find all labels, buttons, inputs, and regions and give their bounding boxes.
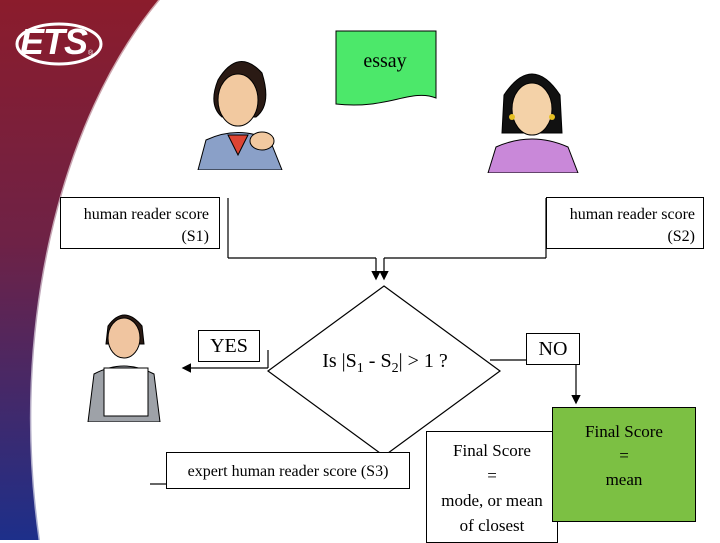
final-score-mode-box: Final Score = mode, or mean of closest <box>426 431 558 543</box>
expert-figure <box>87 314 161 422</box>
decision-middle: - S <box>363 350 392 372</box>
reader-one-score-label: human reader score <box>83 206 209 223</box>
decision-s1-subscript: 1 <box>356 361 364 376</box>
decision-suffix: | > 1 ? <box>398 350 448 372</box>
final-mode-line4: of closest <box>459 516 525 535</box>
reader-one-score-box: human reader score (S1) <box>60 197 220 249</box>
essay-label: essay <box>363 50 407 72</box>
reader-two-score-var: (S2) <box>667 228 695 245</box>
final-mean-line3: mean <box>605 470 643 489</box>
no-label: NO <box>526 333 580 365</box>
ets-logo-swoosh <box>15 22 103 66</box>
reader-two-figure <box>487 73 579 173</box>
final-score-mean-box: Final Score = mean <box>552 407 696 522</box>
essay-document-shape <box>335 30 437 106</box>
yes-label: YES <box>198 330 260 362</box>
ets-logo-reg-mark: ® <box>88 50 94 57</box>
decision-prefix: Is |S <box>322 350 357 372</box>
reader-one-figure <box>197 61 283 170</box>
decision-question: Is |S1 - S2| > 1 ? <box>300 350 470 377</box>
final-mode-line3: mode, or mean <box>441 491 543 510</box>
final-mean-line2: = <box>619 446 629 465</box>
reader-one-score-var: (S1) <box>181 228 209 245</box>
reader-two-score-label: human reader score <box>569 206 695 223</box>
reader-two-score-box: human reader score (S2) <box>546 197 704 249</box>
final-mode-line2: = <box>487 466 497 485</box>
final-mean-line1: Final Score <box>585 422 663 441</box>
decision-s2-subscript: 2 <box>391 361 399 376</box>
expert-score-box: expert human reader score (S3) <box>166 452 410 489</box>
final-mode-line1: Final Score <box>453 441 531 460</box>
